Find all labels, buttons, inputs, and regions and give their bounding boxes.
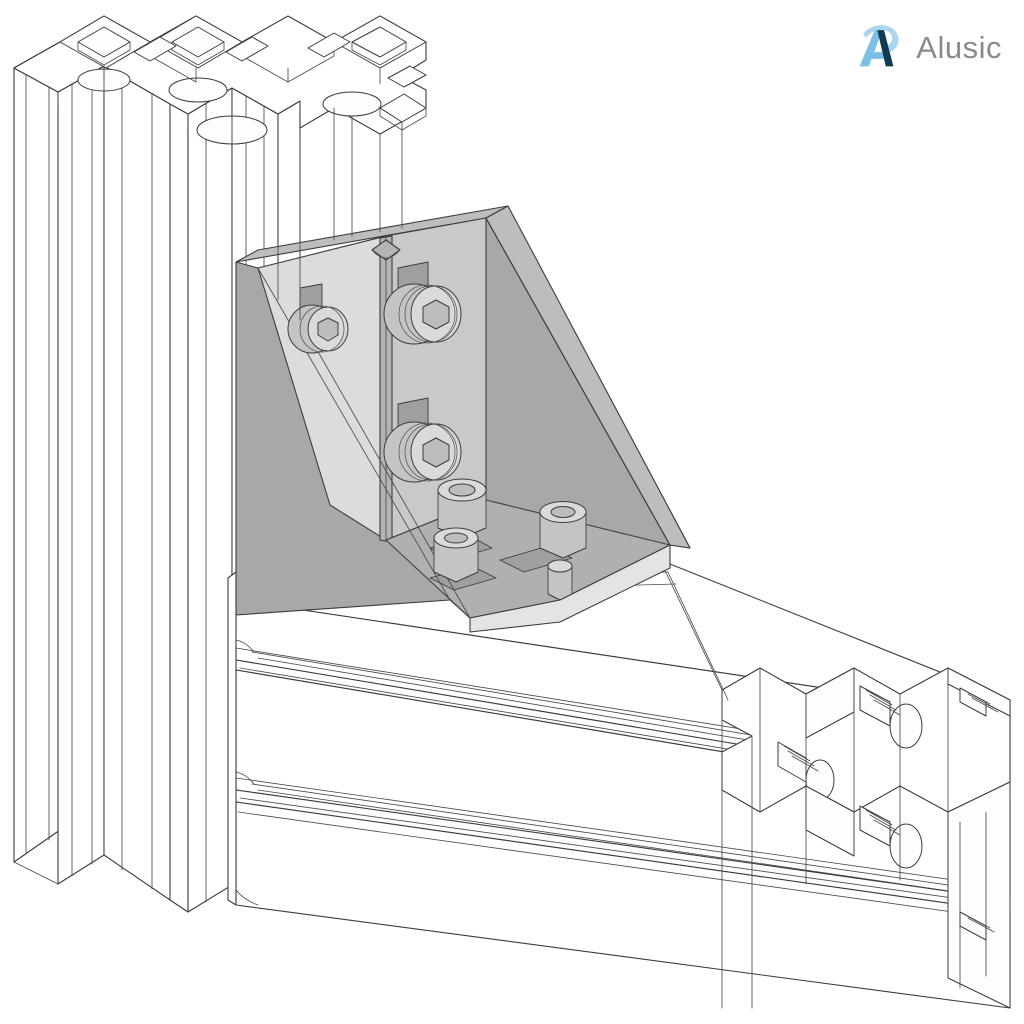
hex-bolt-vertical-2 [383,283,462,345]
profile-top-slots [133,32,427,88]
hex-socket-2 [422,299,450,330]
brand-name: Alusic [916,29,1002,65]
gusset-diagonal-chamfer [485,205,691,549]
column-overlay-edges [231,101,403,321]
hex-bolt-horizontal-2 [539,501,587,559]
logo-a-crossbar [864,52,887,59]
profile-corner-boss-tr [333,15,427,69]
hex-bolt-horizontal-1 [437,478,487,539]
vertical-profile [13,15,427,913]
profile-corner-boss-r [322,91,427,131]
logo-a-right [877,30,894,67]
hex-bolt-vertical-3 [383,421,462,483]
beam-inner-channels [721,667,761,1009]
bolt-set-vertical [287,261,462,483]
horizontal-profile [227,559,1011,1009]
hex-bolt-horizontal-3 [433,527,479,583]
hex-bolt-vertical-1 [287,304,349,354]
hex-socket-1 [317,317,339,342]
hex-socket-4 [448,483,476,497]
bolt-set-horizontal [433,478,587,601]
base-dowel-pin [547,559,573,601]
profile-corner-boss-tm [151,15,243,103]
brand-logo: Alusic [852,18,1002,76]
hex-socket-5 [550,506,576,518]
beam-end-cross-section [721,667,1011,1009]
alusic-a-arc-logo-icon [859,25,899,67]
gusset-bracket [235,205,691,633]
hex-socket-6 [444,532,468,544]
hex-socket-3 [422,437,450,468]
logo-arc [863,25,899,53]
